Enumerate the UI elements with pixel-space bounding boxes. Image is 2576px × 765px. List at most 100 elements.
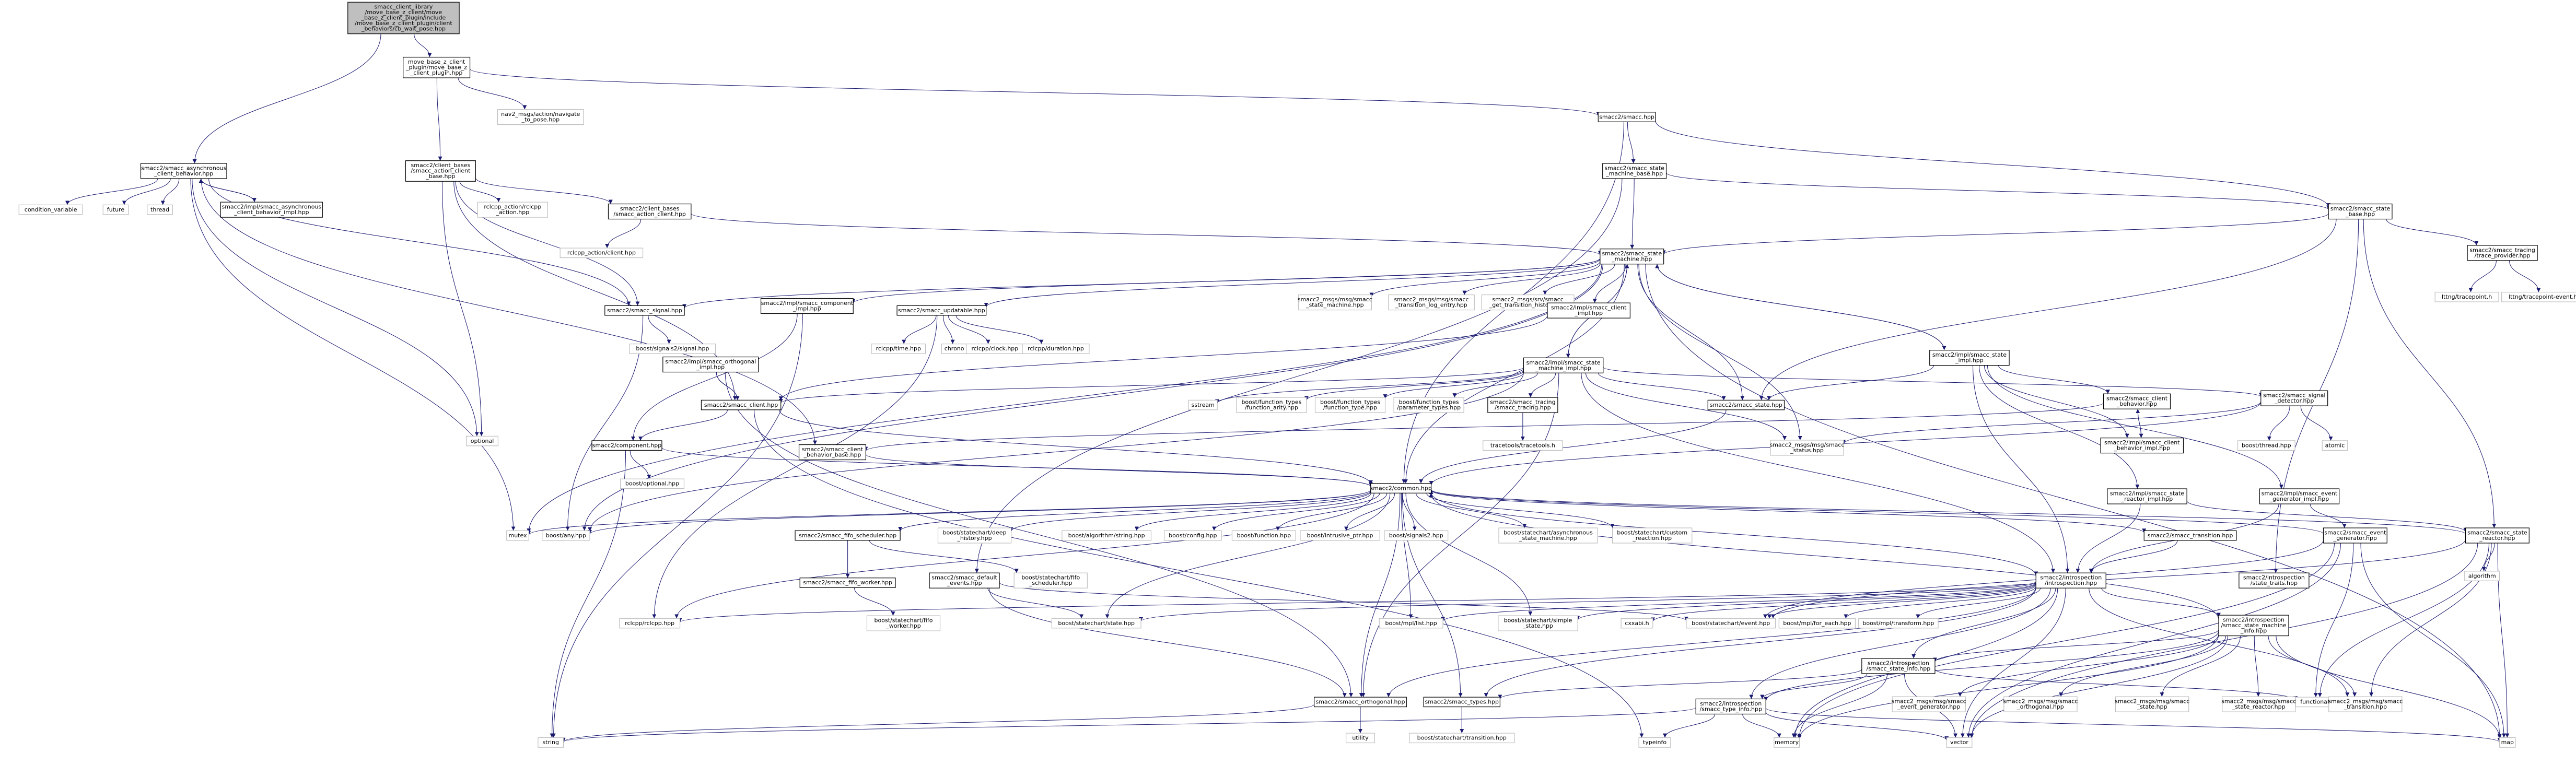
- node-label-line: _base.hpp: [2345, 211, 2375, 218]
- node-box: [2328, 203, 2393, 220]
- node-box: [1370, 483, 1432, 493]
- node-future: future: [102, 204, 129, 215]
- node-lttng-tp: lttng/tracepoint.h: [2434, 291, 2499, 302]
- node-smacc-state[interactable]: smacc2/smacc_state.hpp: [1707, 399, 1785, 410]
- node-box: [1638, 737, 1671, 748]
- node-action-client[interactable]: smacc2/client_bases/smacc_action_client.…: [608, 203, 692, 220]
- node-state-traits[interactable]: smacc2/introspection/state_traits.hpp: [2239, 572, 2310, 589]
- node-box: [2237, 440, 2295, 451]
- node-box: [2035, 572, 2106, 589]
- node-async-cb[interactable]: smacc2/smacc_asynchronous_client_behavio…: [140, 163, 227, 179]
- node-sm-impl[interactable]: smacc2/impl/smacc_state_machine_impl.hpp: [1523, 357, 1604, 373]
- node-sc-fifo-sched: boost/statechart/fifo_scheduler.hpp: [1013, 572, 1088, 589]
- node-state-reactor-impl[interactable]: smacc2/impl/smacc_state_reactor_impl.hpp: [2107, 488, 2187, 504]
- node-updatable[interactable]: smacc2/smacc_updatable.hpp: [896, 305, 987, 316]
- edge-action-client-base-to-action-client: [475, 178, 613, 204]
- node-common[interactable]: smacc2/common.hpp: [1370, 483, 1432, 493]
- node-label-line: _state_machine.hpp: [1519, 535, 1577, 542]
- node-label-line: /smacc_action_client: [411, 168, 471, 174]
- node-rclcpp-action-client: rclcpp_action/client.hpp: [560, 248, 644, 258]
- node-component[interactable]: smacc2/component.hpp: [591, 440, 662, 451]
- node-fifo-worker[interactable]: smacc2/smacc_fifo_worker.hpp: [799, 578, 896, 588]
- edge-sm-impl-to-msg-status: [1585, 373, 1787, 440]
- node-box: [1487, 397, 1558, 413]
- node-label-line: _get_transition_history.hpp: [1489, 302, 1567, 309]
- node-label-line: typeinfo: [1643, 739, 1666, 746]
- node-sm-base[interactable]: smacc2/smacc_state_machine_base.hpp: [1602, 163, 1667, 179]
- edge-state-reactor-impl-to-introspection: [2076, 504, 2141, 573]
- edge-state-reactor-to-sc-event: [1771, 539, 2466, 619]
- node-label-line: _history.hpp: [957, 535, 992, 542]
- node-sm-info[interactable]: smacc2/introspection/smacc_state_machine…: [2218, 615, 2289, 637]
- node-label-line: smacc2/impl/smacc_component: [761, 300, 854, 307]
- node-smacc-transition[interactable]: smacc2/smacc_transition.hpp: [2143, 530, 2237, 541]
- node-label-line: sstream: [1192, 402, 1215, 408]
- node-smacc-client[interactable]: smacc2/smacc_client.hpp: [701, 399, 782, 410]
- node-root[interactable]: smacc_client_library/move_base_z_client/…: [347, 2, 460, 34]
- node-deep-hist: boost/statechart/deep_history.hpp: [937, 527, 1012, 544]
- node-cb-impl[interactable]: smacc2/impl/smacc_client_behavior_impl.h…: [2100, 438, 2184, 454]
- node-orthogonal[interactable]: smacc2/smacc_orthogonal.hpp: [1314, 697, 1407, 708]
- node-signal[interactable]: smacc2/smacc_signal.hpp: [604, 305, 685, 316]
- node-fifo-sched[interactable]: smacc2/smacc_fifo_scheduler.hpp: [795, 530, 901, 541]
- node-client-impl[interactable]: smacc2/impl/smacc_client_impl.hpp: [1547, 302, 1630, 319]
- node-box: [608, 203, 692, 220]
- node-state-info[interactable]: smacc2/introspection/smacc_state_info.hp…: [1861, 658, 1936, 674]
- node-state-impl[interactable]: smacc2/impl/smacc_state_impl.hpp: [1929, 350, 2010, 366]
- node-box: [1022, 344, 1090, 354]
- edge-state-machine-to-map: [1645, 264, 2502, 738]
- node-cb-base[interactable]: smacc2/smacc_client_behavior_base.hpp: [798, 444, 867, 461]
- node-box: [604, 305, 685, 316]
- node-box: [140, 163, 227, 179]
- node-label-line: boost/thread.hpp: [2242, 442, 2291, 449]
- node-box: [2222, 696, 2296, 712]
- node-label-line: smacc2/smacc_transition.hpp: [2148, 532, 2233, 539]
- node-box: [1388, 295, 1475, 311]
- edge-action-client-base-to-signal: [455, 181, 640, 306]
- node-smacc2[interactable]: smacc2/smacc.hpp: [1598, 112, 1656, 122]
- node-state-base[interactable]: smacc2/smacc_state_base.hpp: [2328, 203, 2393, 220]
- node-smacc-tracing-hpp[interactable]: smacc2/smacc_tracing/smacc_tracing.hpp: [1487, 397, 1558, 413]
- node-box: [1314, 397, 1386, 413]
- edge-mbzcp-to-navpose: [458, 77, 527, 110]
- node-label-line: rclcpp/duration.hpp: [1028, 345, 1084, 352]
- edge-introspection-to-sc-event: [1767, 584, 2036, 619]
- node-label-line: smacc2/smacc_state: [1604, 164, 1664, 171]
- node-event-gen[interactable]: smacc2/smacc_event_generator.hpp: [2323, 527, 2387, 544]
- edge-sm-info-to-msg-state: [2160, 635, 2241, 697]
- node-label-line: smacc2_msgs/msg/smacc: [1298, 296, 1372, 303]
- edge-action-client-to-state-machine: [691, 213, 1602, 255]
- node-async-cb-impl[interactable]: smacc2/impl/smacc_asynchronous_client_be…: [220, 202, 323, 218]
- node-state-machine[interactable]: smacc2/smacc_state_machine.hpp: [1600, 249, 1664, 265]
- node-label-line: smacc2_msgs/msg/smacc: [2115, 698, 2189, 705]
- node-rclcpp-action: rclcpp_action/rclcpp_action.hpp: [477, 202, 548, 218]
- node-mbzcp[interactable]: move_base_z_client_plugin/move_base_z_cl…: [403, 56, 471, 78]
- node-event-gen-impl[interactable]: smacc2/impl/smacc_event_generator_impl.h…: [2259, 488, 2340, 504]
- node-rclcpp-duration: rclcpp/duration.hpp: [1022, 344, 1090, 354]
- edge-sm-impl-to-smacc-client: [779, 367, 1524, 404]
- node-client-behavior[interactable]: smacc2/smacc_client_behavior.hpp: [2103, 393, 2171, 409]
- node-box: [1188, 399, 1218, 410]
- node-signal-detector[interactable]: smacc2/smacc_signal_detector.hpp: [2260, 390, 2328, 406]
- node-rclcpp-clock: rclcpp/clock.hpp: [965, 344, 1024, 354]
- node-state-reactor[interactable]: smacc2/smacc_state_reactor.hpp: [2465, 527, 2530, 544]
- node-label-line: smacc2/introspection: [2040, 574, 2102, 581]
- node-box: [1300, 530, 1380, 541]
- edge-state-machine-to-updatable: [984, 258, 1601, 308]
- node-introspection[interactable]: smacc2/introspection/introspection.hpp: [2035, 572, 2106, 589]
- node-default-events[interactable]: smacc2/smacc_default_events.hpp: [929, 572, 1000, 589]
- node-orth-impl[interactable]: smacc2/impl/smacc_orthogonal_impl.hpp: [662, 356, 759, 373]
- node-label-line: tracetools/tracetools.h: [1490, 442, 1555, 449]
- node-label-line: memory: [1775, 739, 1799, 746]
- node-label-line: smacc2/smacc_signal: [2263, 392, 2325, 399]
- node-tracing[interactable]: smacc2/smacc_tracing/trace_provider.hpp: [2467, 245, 2538, 261]
- node-type-info[interactable]: smacc2/introspection/smacc_type_info.hpp: [1695, 698, 1766, 715]
- node-box: [2107, 488, 2187, 504]
- node-comp-impl[interactable]: smacc2/impl/smacc_component_impl.hpp: [760, 298, 854, 314]
- node-action-client-base[interactable]: smacc2/client_bases/smacc_action_client_…: [405, 160, 476, 182]
- node-msg-orth: smacc2_msgs/msg/smacc_orthogonal.hpp: [2003, 696, 2078, 712]
- node-label-line: smacc2/client_bases: [620, 205, 680, 212]
- node-smacc-types[interactable]: smacc2/smacc_types.hpp: [1423, 697, 1500, 708]
- node-label-line: boost/intrusive_ptr.hpp: [1307, 532, 1373, 539]
- node-label-line: boost/function_types: [1320, 399, 1380, 406]
